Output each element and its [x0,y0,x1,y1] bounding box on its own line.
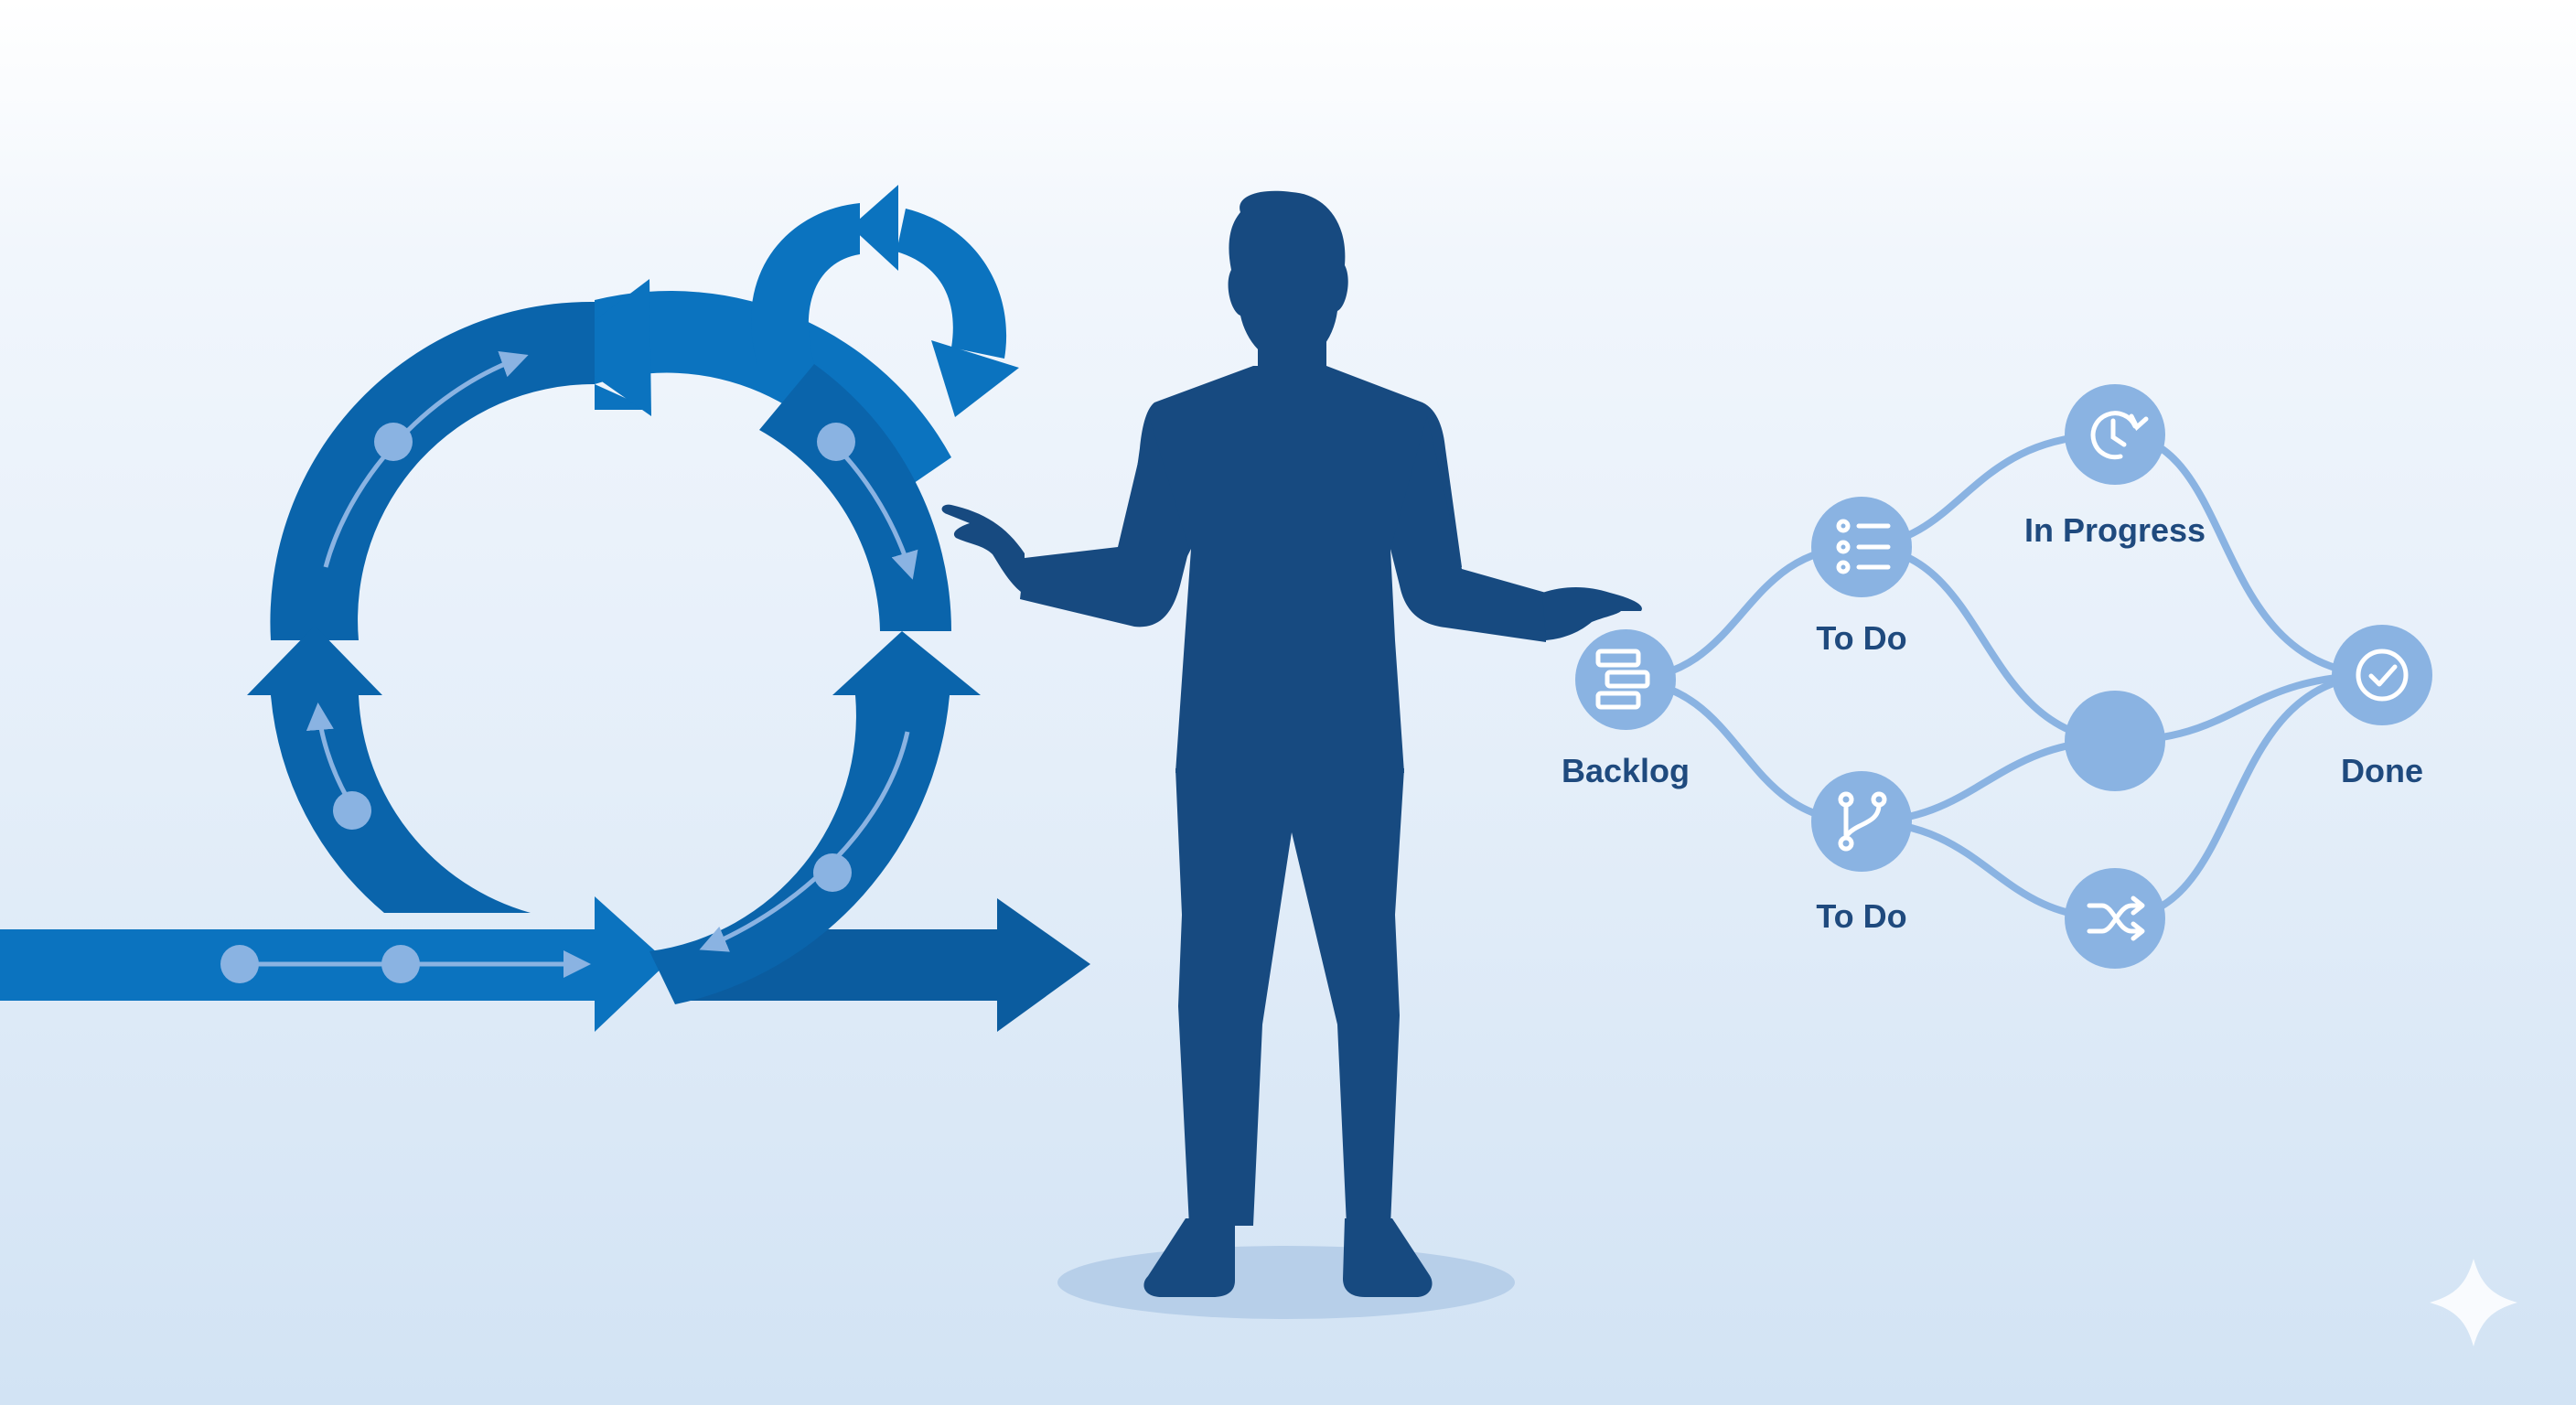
person-silhouette [941,190,1642,1319]
cycle-arrowhead-top [556,279,651,416]
person-head [1228,190,1348,366]
person-torso [1123,366,1462,773]
workflow-node-done: Done [2332,625,2432,789]
person-hand-right [1542,587,1642,640]
stack-icon [1595,649,1650,710]
list-icon [1836,519,1891,574]
person-legs [1175,768,1404,1226]
loop-arrow-curve [896,209,1007,359]
check-circle-icon [2356,649,2409,702]
cycle-arrowhead-right [832,631,981,695]
workflow-label-in-progress: In Progress [2024,511,2206,549]
cycle-arrowhead-left [247,626,382,695]
branch-icon [1838,791,1887,852]
workflow-label-done: Done [2341,752,2423,789]
workflow-label-backlog: Backlog [1562,752,1690,789]
workflow-node-todo-lower: To Do [1811,771,1912,935]
cycle-arc-top-left [270,301,595,640]
workflow-node-in-progress: In Progress [2024,384,2206,549]
workflow-diagram: Backlog To Do To Do [1562,384,2432,969]
person-hand-left [941,504,1025,595]
loop-arrowhead-bottom [931,340,1019,417]
workflow-node-backlog: Backlog [1562,629,1690,789]
workflow-label-todo-upper: To Do [1816,619,1906,657]
person-shoe-right [1343,1218,1433,1297]
sparkle-icon [2430,1259,2517,1346]
workflow-connectors [1625,431,2383,922]
shuffle-icon [2087,896,2145,941]
cycle-arc-upper-right [759,364,951,631]
cycle-arc-left [271,695,531,913]
loop-arrowhead-top [851,185,898,271]
agile-cycle-diagram [0,185,1090,1032]
workflow-label-todo-lower: To Do [1816,897,1906,935]
person-arm-left [1020,416,1189,627]
floor-shadow [1057,1246,1515,1319]
loop-arrow [751,203,860,364]
clock-refresh-icon [2090,411,2149,460]
person-arm-right [1390,416,1546,642]
cycle-arc-right [649,695,950,1004]
workflow-node-shuffle [2065,868,2165,969]
workflow-node-middle [2065,691,2165,791]
person-shoe-left [1143,1218,1235,1297]
workflow-node-todo-upper: To Do [1811,497,1912,657]
flow-dots [220,423,855,983]
